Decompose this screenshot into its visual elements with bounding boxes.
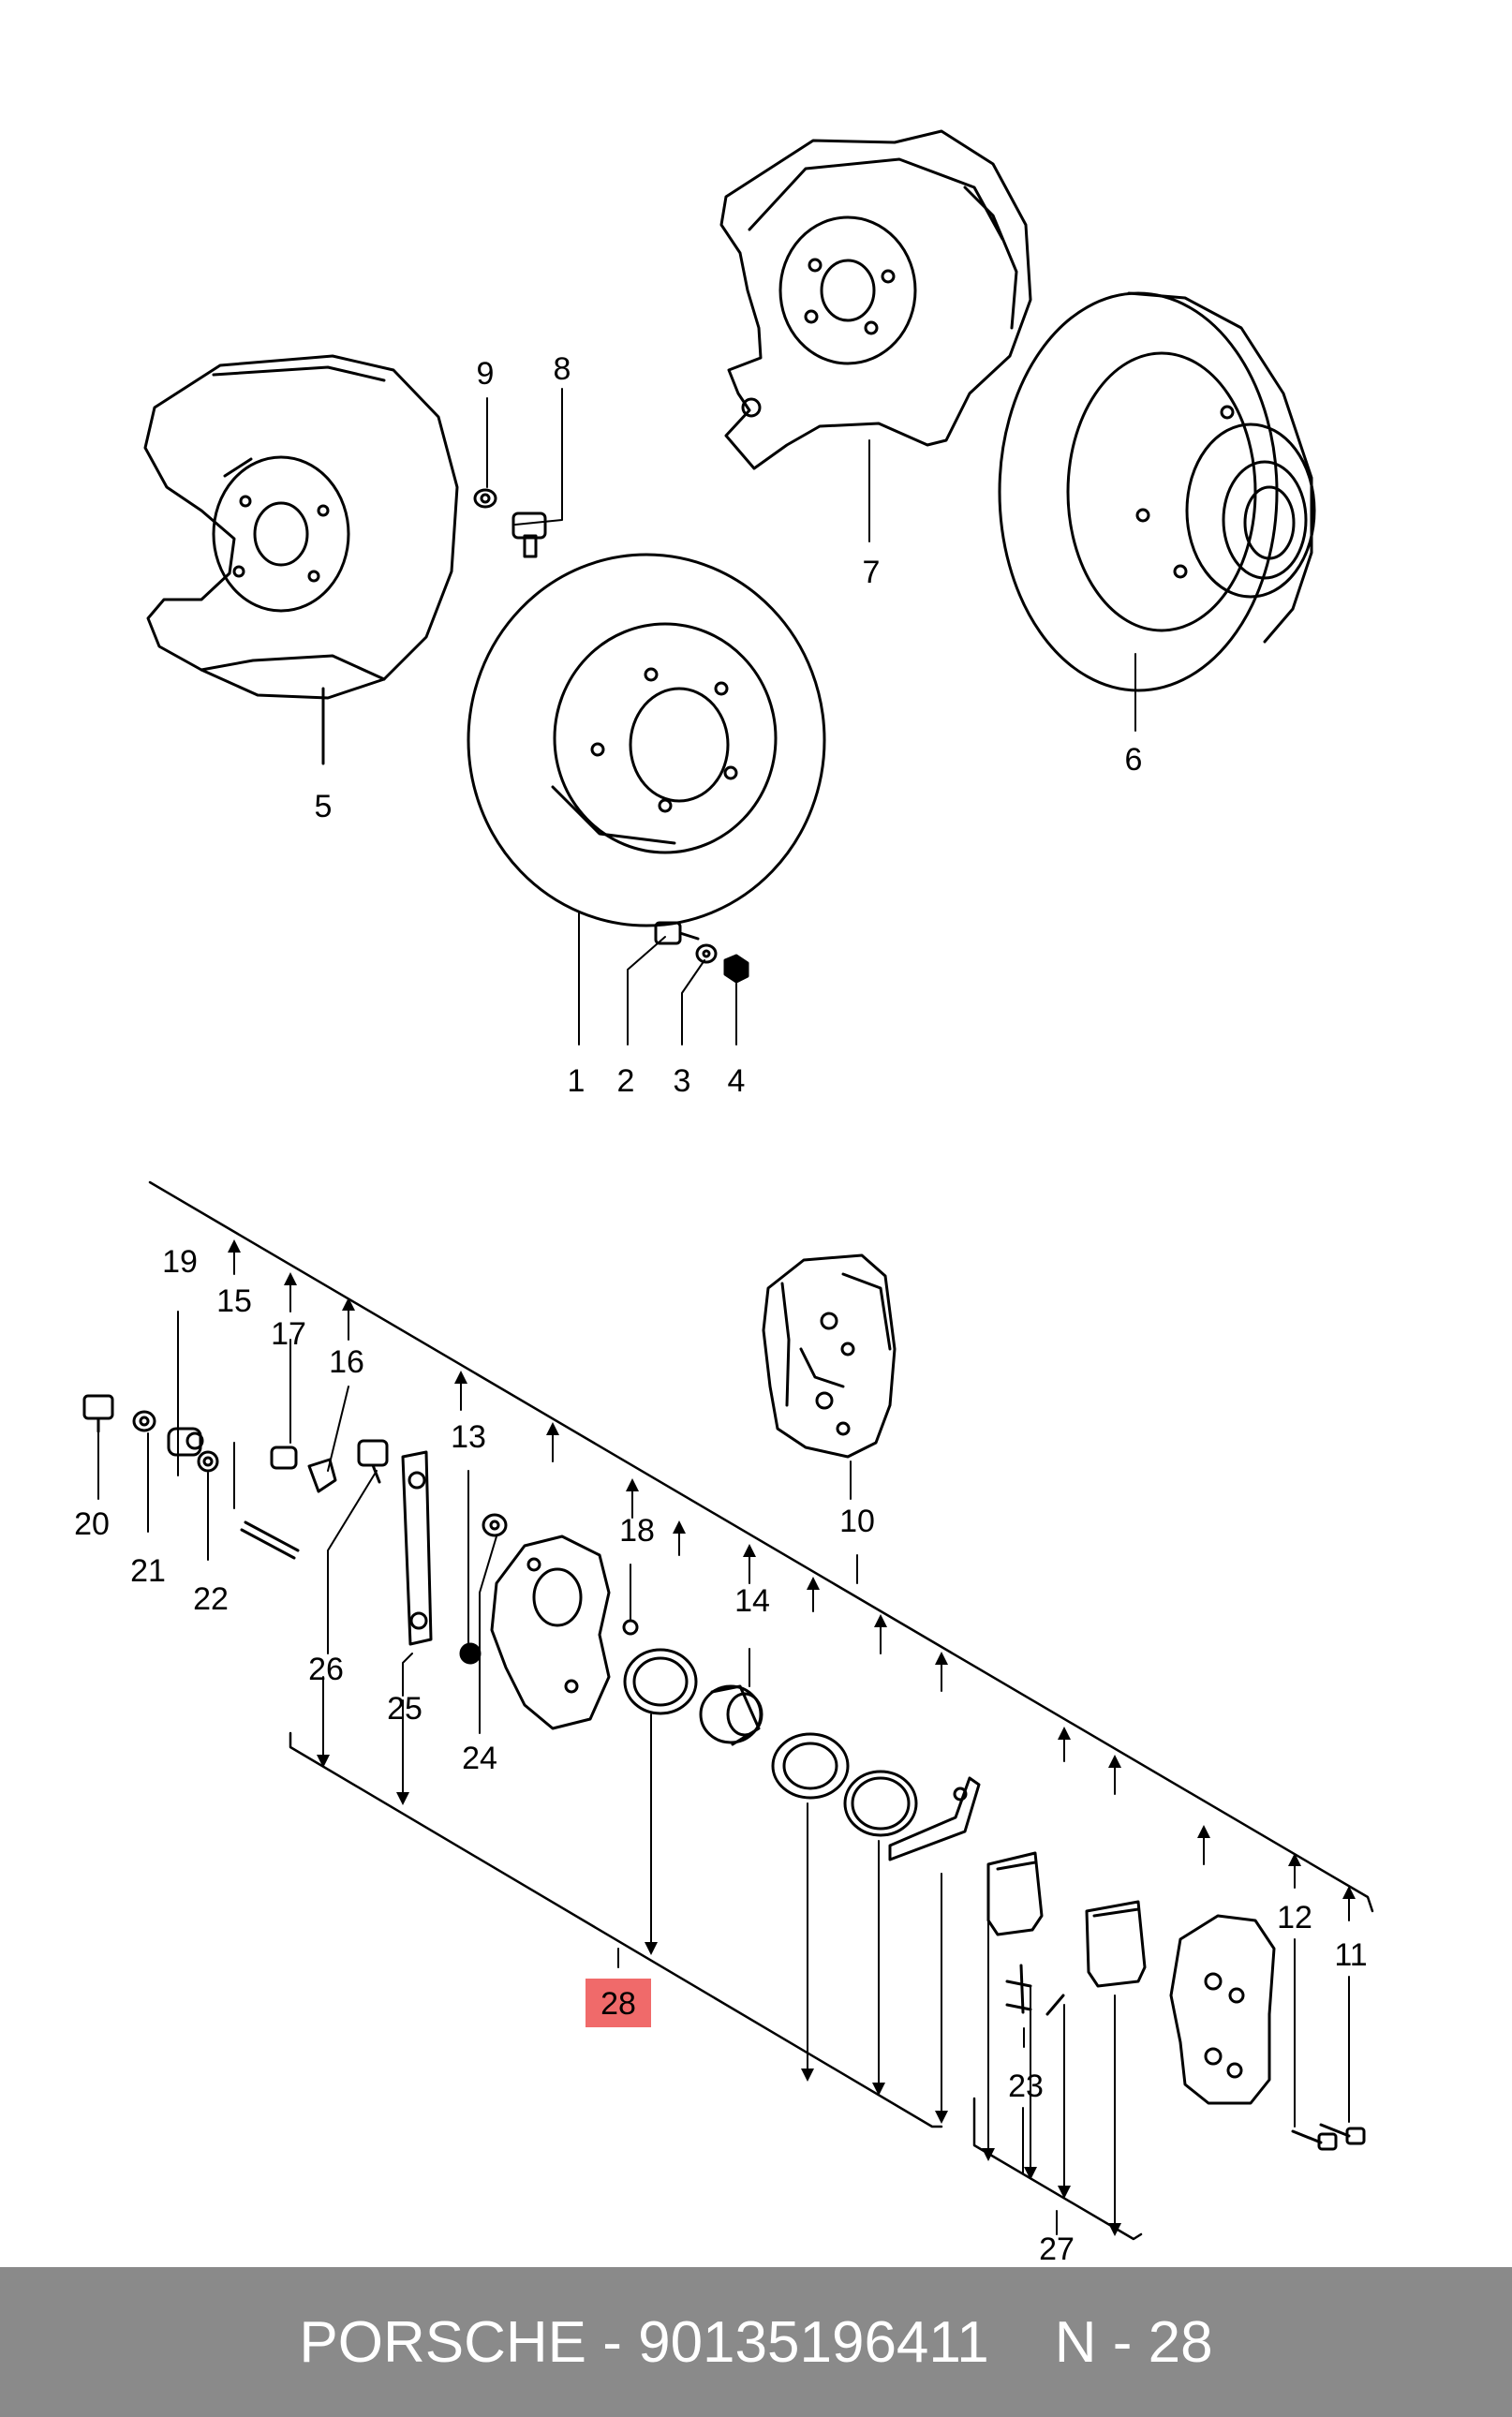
callout-7: 7 [863, 555, 881, 590]
caption-bar: PORSCHE - 90135196411 N - 28 [0, 2267, 1512, 2417]
callout-3: 3 [674, 1063, 691, 1099]
caliper-half-inner [490, 1535, 611, 1730]
plate-part-25 [401, 1450, 433, 1646]
brake-disc-part-1 [467, 553, 826, 927]
callout-labels: 1 2 3 4 5 6 7 8 9 10 11 12 13 14 15 16 1… [74, 351, 1368, 2267]
washer-part-13 [482, 1513, 508, 1537]
callout-17: 17 [271, 1316, 306, 1352]
washer-part-3 [695, 943, 718, 964]
bolt-part-26 [357, 1439, 389, 1484]
dust-shield-part-5 [143, 354, 459, 700]
washer-part-22 [197, 1450, 219, 1473]
callout-22: 22 [193, 1581, 229, 1617]
callout-6: 6 [1125, 742, 1143, 778]
callout-2: 2 [617, 1063, 635, 1099]
highlight-box [586, 1979, 651, 2027]
brand-part-number: PORSCHE - 90135196411 [299, 2309, 989, 2375]
nut-part-4 [723, 954, 749, 984]
callout-24: 24 [462, 1741, 497, 1776]
piston-part-14 [699, 1684, 763, 1746]
caliper-part-10 [762, 1253, 897, 1459]
callout-4: 4 [728, 1063, 746, 1099]
callout-21: 21 [130, 1553, 166, 1589]
callout-18: 18 [619, 1513, 655, 1549]
dust-seal [771, 1732, 850, 1800]
callout-27: 27 [1039, 2232, 1075, 2267]
plug-part-17 [270, 1446, 298, 1470]
callout-14: 14 [734, 1583, 770, 1619]
bolt-part-11 [1319, 2123, 1366, 2145]
callout-13: 13 [451, 1419, 486, 1455]
washer-part-21 [132, 1410, 156, 1432]
seal-ring [623, 1648, 698, 1715]
callout-28: 28 [600, 1986, 636, 2022]
washer-part-9 [473, 488, 497, 509]
bleeder-valve-part-16 [307, 1458, 337, 1493]
callout-19: 19 [162, 1244, 198, 1280]
callout-9: 9 [477, 356, 495, 392]
pin-part-15 [240, 1520, 300, 1560]
callout-25: 25 [387, 1691, 422, 1727]
callout-16: 16 [329, 1344, 364, 1380]
spring-part-23 [1005, 1964, 1065, 2016]
bolt-part-2 [654, 921, 700, 945]
exploded-parts-diagram: 1 2 3 4 5 6 7 8 9 10 11 12 13 14 15 16 1… [74, 129, 1374, 2267]
nut-part-24 [459, 1642, 482, 1665]
retaining-ring [843, 1770, 918, 1837]
ball-part-18 [622, 1619, 639, 1636]
callout-11: 11 [1334, 1937, 1367, 1973]
callout-15: 15 [216, 1283, 252, 1319]
brake-pad-left [986, 1851, 1044, 1936]
cap-part-19 [167, 1427, 204, 1457]
page-reference: N - 28 [1054, 2309, 1213, 2375]
caliper-half-outer [1169, 1914, 1276, 2105]
callout-8: 8 [554, 351, 571, 387]
brake-pad-right [1085, 1900, 1147, 1988]
backing-plate-part-7 [719, 129, 1032, 470]
spring-plate [888, 1776, 981, 1861]
bolt-part-12 [1291, 2129, 1338, 2151]
callout-5: 5 [315, 789, 333, 824]
bolt-part-8 [511, 512, 547, 558]
callout-23: 23 [1008, 2069, 1044, 2104]
callout-1: 1 [568, 1063, 586, 1099]
callout-12: 12 [1277, 1900, 1312, 1935]
callout-10: 10 [839, 1504, 875, 1539]
callout-20: 20 [74, 1506, 110, 1542]
callout-26: 26 [308, 1652, 344, 1687]
rotor-with-hub-part-6 [998, 291, 1316, 692]
